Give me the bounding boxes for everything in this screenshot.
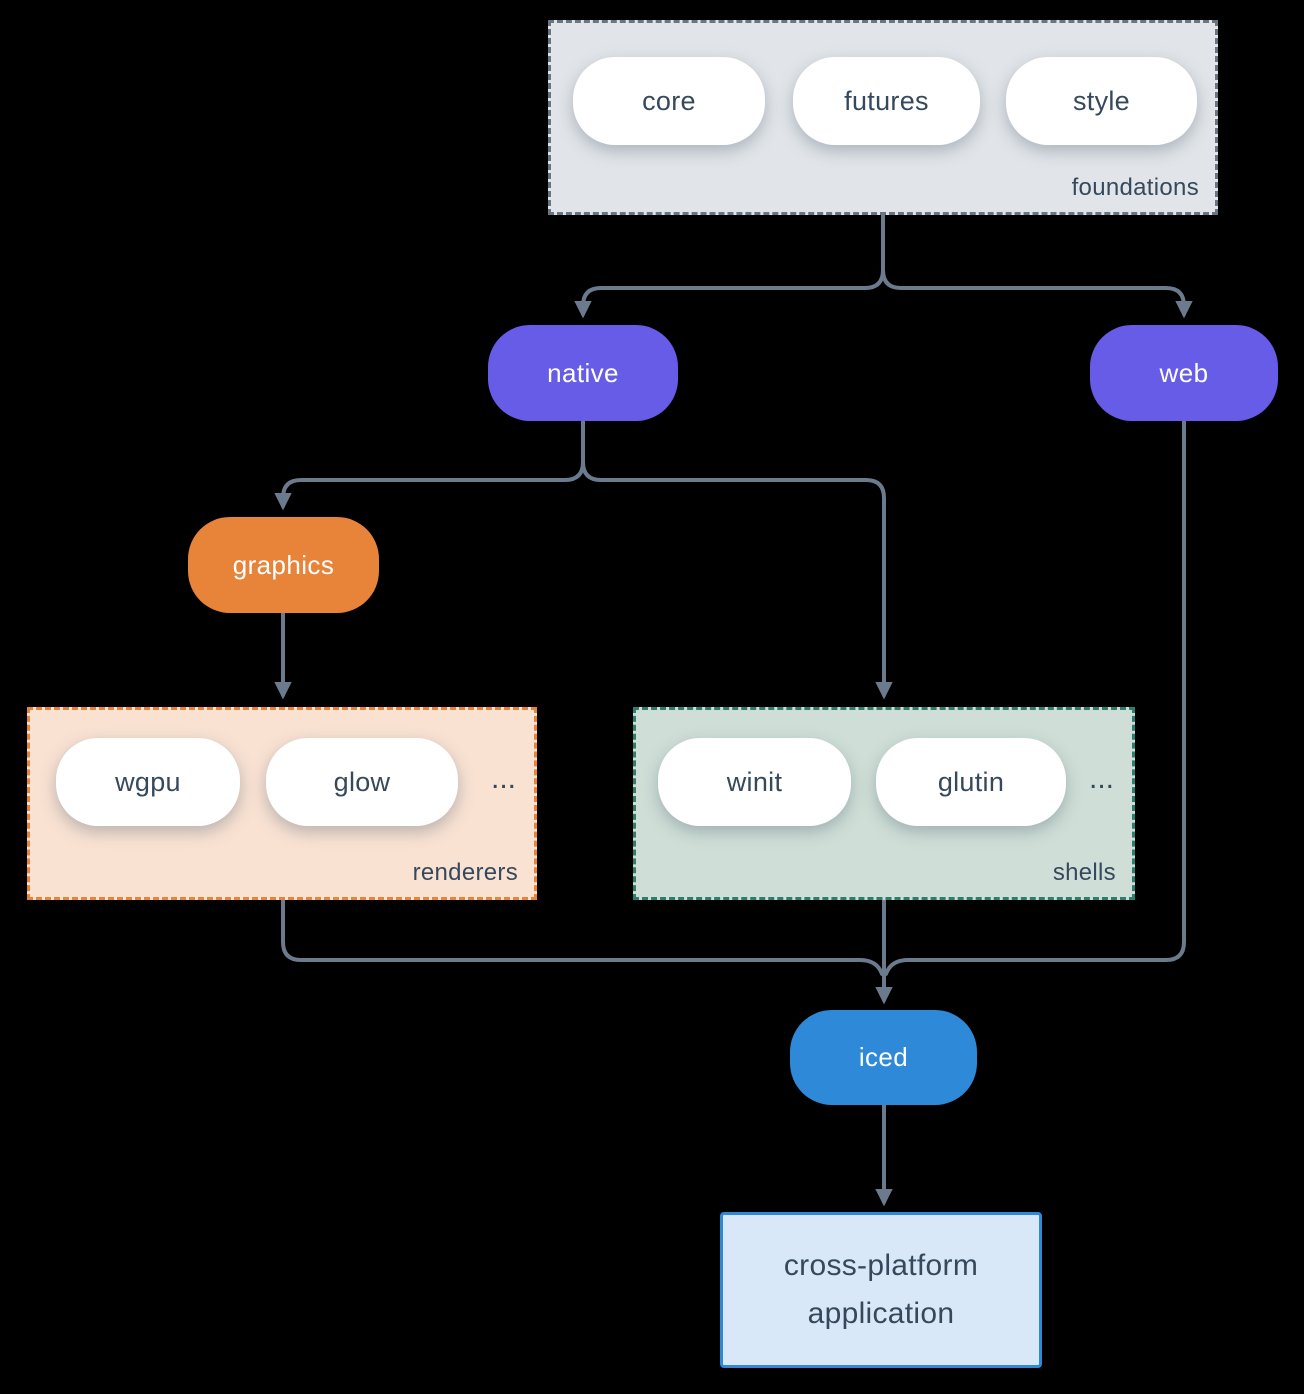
group-foundations: core futures style foundations bbox=[548, 20, 1218, 215]
connector-renderers-merge bbox=[281, 898, 884, 976]
node-application-label: cross-platform application bbox=[783, 1249, 979, 1330]
node-web: web bbox=[1090, 325, 1278, 421]
pill-wgpu-label: wgpu bbox=[115, 766, 181, 797]
pill-winit: winit bbox=[658, 738, 851, 826]
node-graphics: graphics bbox=[188, 517, 379, 613]
pill-glow-label: glow bbox=[333, 766, 391, 797]
pill-core-label: core bbox=[642, 85, 696, 116]
connector-web-merge bbox=[884, 419, 1186, 976]
group-shells: winit glutin ... shells bbox=[633, 707, 1135, 900]
pill-wgpu: wgpu bbox=[56, 738, 240, 826]
node-native: native bbox=[488, 325, 678, 421]
pill-futures-label: futures bbox=[844, 85, 929, 116]
connector-foundations-native bbox=[574, 213, 885, 319]
group-renderers: wgpu glow ... renderers bbox=[27, 707, 537, 900]
node-iced: iced bbox=[790, 1010, 977, 1105]
pill-core: core bbox=[573, 57, 765, 145]
node-native-label: native bbox=[547, 357, 619, 388]
connector-native-graphics bbox=[274, 419, 585, 511]
pill-style: style bbox=[1006, 57, 1197, 145]
pill-futures: futures bbox=[793, 57, 980, 145]
node-graphics-label: graphics bbox=[232, 549, 335, 580]
renderers-ellipsis: ... bbox=[490, 762, 516, 795]
shells-ellipsis: ... bbox=[1088, 762, 1114, 795]
node-iced-label: iced bbox=[858, 1042, 909, 1072]
pill-glutin: glutin bbox=[876, 738, 1066, 826]
node-web-label: web bbox=[1159, 357, 1209, 388]
group-foundations-label: foundations bbox=[1071, 174, 1199, 201]
group-renderers-label: renderers bbox=[412, 859, 518, 886]
pill-style-label: style bbox=[1072, 85, 1131, 116]
pill-winit-label: winit bbox=[726, 766, 783, 797]
pill-glutin-label: glutin bbox=[937, 766, 1005, 797]
group-shells-label: shells bbox=[1052, 859, 1116, 886]
node-application: cross-platform application bbox=[720, 1212, 1042, 1368]
pill-glow: glow bbox=[266, 738, 458, 826]
connector-native-shells bbox=[581, 419, 893, 700]
connector-foundations-web bbox=[881, 213, 1193, 319]
